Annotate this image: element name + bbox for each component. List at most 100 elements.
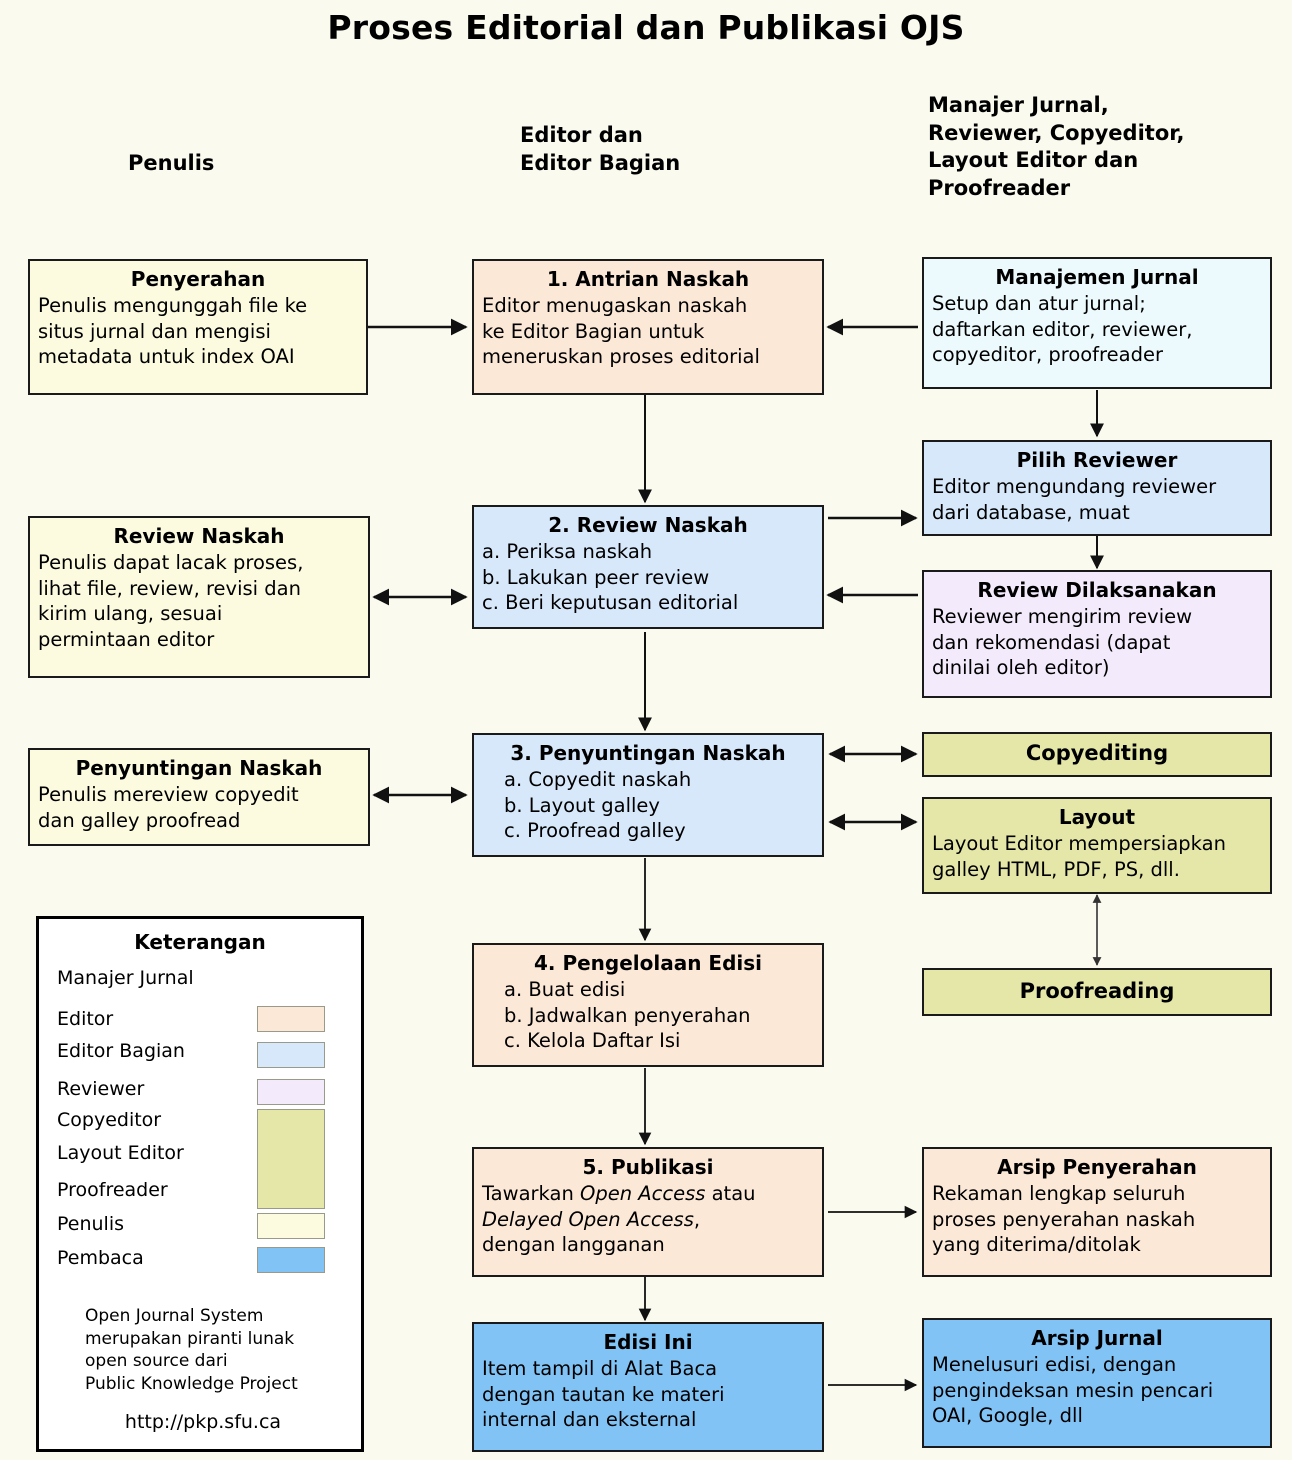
- column-heading-penulis: Penulis: [128, 151, 215, 175]
- box-review-naskah-title: 2. Review Naskah: [548, 513, 748, 537]
- box-arsip-penyerahan-line-1: Rekaman lengkap seluruh: [932, 1181, 1186, 1205]
- box-copyediting[interactable]: Copyediting: [922, 732, 1272, 777]
- box-manajemen-jurnal-line-1: Setup dan atur jurnal;: [932, 291, 1146, 315]
- box-arsip-penyerahan-line-3: yang diterima/ditolak: [932, 1233, 1141, 1257]
- box-review-dilaksanakan-title: Review Dilaksanakan: [977, 578, 1217, 602]
- legend-label-penulis: Penulis: [57, 1213, 125, 1235]
- box-pilih-reviewer-line-2: dari database, muat: [932, 500, 1130, 524]
- box-edisi-ini-line-3: internal dan eksternal: [482, 1408, 697, 1432]
- box-edisi-ini[interactable]: Edisi Ini Item tampil di Alat Baca denga…: [472, 1322, 824, 1452]
- box-review-naskah-penulis-line-4: permintaan editor: [38, 628, 215, 652]
- box-antrian-naskah-line-2: ke Editor Bagian untuk: [482, 319, 705, 343]
- box-review-naskah-penulis-title: Review Naskah: [113, 524, 285, 548]
- legend-swatch-editor: [257, 1006, 325, 1032]
- box-penyuntingan-penulis-title: Penyuntingan Naskah: [75, 756, 323, 780]
- box-edisi-ini-line-2: dengan tautan ke materi: [482, 1382, 725, 1406]
- box-publikasi-line-1: Tawarkan Open Access atau: [482, 1181, 756, 1205]
- box-penyuntingan-naskah-line-1: a. Copyedit naskah: [504, 767, 692, 791]
- box-arsip-jurnal-line-2: pengindeksan mesin pencari: [932, 1378, 1214, 1402]
- box-pengelolaan-edisi[interactable]: 4. Pengelolaan Edisi a. Buat edisi b. Ja…: [472, 943, 824, 1067]
- legend-label-copyeditor: Copyeditor: [57, 1109, 162, 1131]
- legend-label-reviewer: Reviewer: [57, 1078, 145, 1100]
- box-review-dilaksanakan-line-3: dinilai oleh editor): [932, 656, 1110, 680]
- box-publikasi-title: 5. Publikasi: [582, 1155, 714, 1179]
- box-manajemen-jurnal-line-2: daftarkan editor, reviewer,: [932, 317, 1193, 341]
- box-layout-line-1: Layout Editor mempersiapkan: [932, 831, 1226, 855]
- legend-swatch-editor-bagian: [257, 1042, 325, 1068]
- box-review-naskah-line-2: b. Lakukan peer review: [482, 565, 710, 589]
- box-publikasi-line-2: Delayed Open Access,: [482, 1207, 701, 1231]
- box-arsip-jurnal-line-1: Menelusuri edisi, dengan: [932, 1352, 1177, 1376]
- box-penyerahan-line-2: situs jurnal dan mengisi: [38, 319, 271, 343]
- box-penyerahan-line-1: Penulis mengunggah file ke: [38, 293, 308, 317]
- box-manajemen-jurnal-line-3: copyeditor, proofreader: [932, 343, 1163, 367]
- box-penyerahan-title: Penyerahan: [130, 267, 266, 291]
- box-antrian-naskah-title: 1. Antrian Naskah: [546, 267, 750, 291]
- box-pilih-reviewer-title: Pilih Reviewer: [1016, 448, 1178, 472]
- box-proofreading-title: Proofreading: [1019, 978, 1175, 1003]
- legend-swatch-reviewer: [257, 1079, 325, 1105]
- box-penyuntingan-naskah-title: 3. Penyuntingan Naskah: [510, 741, 786, 765]
- legend-swatch-penulis: [257, 1213, 325, 1239]
- box-review-dilaksanakan-line-1: Reviewer mengirim review: [932, 604, 1193, 628]
- legend-url: http://pkp.sfu.ca: [124, 1411, 282, 1433]
- legend-label-manajer-jurnal: Manajer Jurnal: [57, 967, 194, 989]
- box-manajemen-jurnal[interactable]: Manajemen Jurnal Setup dan atur jurnal; …: [922, 257, 1272, 389]
- legend-keterangan: Keterangan Manajer Jurnal Editor Editor …: [36, 916, 364, 1452]
- box-review-naskah-penulis-line-2: lihat file, review, revisi dan: [38, 576, 301, 600]
- box-review-dilaksanakan[interactable]: Review Dilaksanakan Reviewer mengirim re…: [922, 570, 1272, 698]
- legend-label-layout-editor: Layout Editor: [57, 1142, 184, 1164]
- box-pengelolaan-edisi-line-1: a. Buat edisi: [504, 977, 626, 1001]
- box-penyuntingan-naskah-line-2: b. Layout galley: [504, 793, 660, 817]
- box-publikasi[interactable]: 5. Publikasi Tawarkan Open Access atau D…: [472, 1147, 824, 1277]
- box-pengelolaan-edisi-title: 4. Pengelolaan Edisi: [533, 951, 763, 975]
- box-review-dilaksanakan-line-2: dan rekomendasi (dapat: [932, 630, 1171, 654]
- box-penyuntingan-penulis-line-1: Penulis mereview copyedit: [38, 782, 299, 806]
- box-antrian-naskah-line-3: meneruskan proses editorial: [482, 345, 760, 369]
- box-review-naskah[interactable]: 2. Review Naskah a. Periksa naskah b. La…: [472, 505, 824, 629]
- legend-title: Keterangan: [134, 930, 266, 954]
- box-arsip-jurnal-title: Arsip Jurnal: [1031, 1326, 1163, 1350]
- box-copyediting-title: Copyediting: [1025, 741, 1169, 766]
- box-penyuntingan-penulis-line-2: dan galley proofread: [38, 808, 241, 832]
- box-pilih-reviewer[interactable]: Pilih Reviewer Editor mengundang reviewe…: [922, 440, 1272, 536]
- box-penyerahan[interactable]: Penyerahan Penulis mengunggah file ke si…: [28, 259, 368, 395]
- box-arsip-jurnal[interactable]: Arsip Jurnal Menelusuri edisi, dengan pe…: [922, 1318, 1272, 1448]
- box-review-naskah-penulis[interactable]: Review Naskah Penulis dapat lacak proses…: [28, 516, 370, 678]
- box-pilih-reviewer-line-1: Editor mengundang reviewer: [932, 474, 1217, 498]
- box-penyuntingan-naskah-line-3: c. Proofread galley: [504, 819, 686, 843]
- box-antrian-naskah[interactable]: 1. Antrian Naskah Editor menugaskan nask…: [472, 259, 824, 395]
- box-arsip-penyerahan-line-2: proses penyerahan naskah: [932, 1207, 1196, 1231]
- legend-label-editor-bagian: Editor Bagian: [57, 1040, 185, 1062]
- box-review-naskah-line-3: c. Beri keputusan editorial: [482, 591, 739, 615]
- box-review-naskah-line-1: a. Periksa naskah: [482, 539, 653, 563]
- box-arsip-penyerahan-title: Arsip Penyerahan: [997, 1155, 1197, 1179]
- legend-note: Open Journal System merupakan piranti lu…: [85, 1306, 298, 1394]
- box-publikasi-line-3: dengan langganan: [482, 1233, 665, 1257]
- box-pengelolaan-edisi-line-3: c. Kelola Daftar Isi: [504, 1029, 681, 1053]
- box-antrian-naskah-line-1: Editor menugaskan naskah: [482, 293, 748, 317]
- box-layout-line-2: galley HTML, PDF, PS, dll.: [932, 857, 1180, 881]
- legend-label-editor: Editor: [57, 1008, 114, 1030]
- box-pengelolaan-edisi-line-2: b. Jadwalkan penyerahan: [504, 1003, 751, 1027]
- box-manajemen-jurnal-title: Manajemen Jurnal: [995, 265, 1199, 289]
- box-penyuntingan-naskah[interactable]: 3. Penyuntingan Naskah a. Copyedit naska…: [472, 733, 824, 857]
- legend-label-proofreader: Proofreader: [57, 1179, 168, 1201]
- column-heading-lainnya: Manajer Jurnal, Reviewer, Copyeditor, La…: [928, 93, 1185, 201]
- box-penyerahan-line-3: metadata untuk index OAI: [38, 345, 295, 369]
- box-layout[interactable]: Layout Layout Editor mempersiapkan galle…: [922, 797, 1272, 894]
- legend-swatch-pembaca: [257, 1247, 325, 1273]
- column-heading-editor: Editor dan Editor Bagian: [520, 123, 681, 175]
- box-review-naskah-penulis-line-1: Penulis dapat lacak proses,: [38, 550, 304, 574]
- legend-swatch-copyeditor-layout-proofreader: [257, 1109, 325, 1209]
- box-edisi-ini-title: Edisi Ini: [603, 1330, 693, 1354]
- page-title: Proses Editorial dan Publikasi OJS: [327, 8, 965, 47]
- box-arsip-jurnal-line-3: OAI, Google, dll: [932, 1404, 1083, 1428]
- box-review-naskah-penulis-line-3: kirim ulang, sesuai: [38, 602, 223, 626]
- box-edisi-ini-line-1: Item tampil di Alat Baca: [482, 1356, 718, 1380]
- box-penyuntingan-penulis[interactable]: Penyuntingan Naskah Penulis mereview cop…: [28, 748, 370, 846]
- box-proofreading[interactable]: Proofreading: [922, 968, 1272, 1016]
- box-arsip-penyerahan[interactable]: Arsip Penyerahan Rekaman lengkap seluruh…: [922, 1147, 1272, 1277]
- legend-label-pembaca: Pembaca: [57, 1247, 144, 1269]
